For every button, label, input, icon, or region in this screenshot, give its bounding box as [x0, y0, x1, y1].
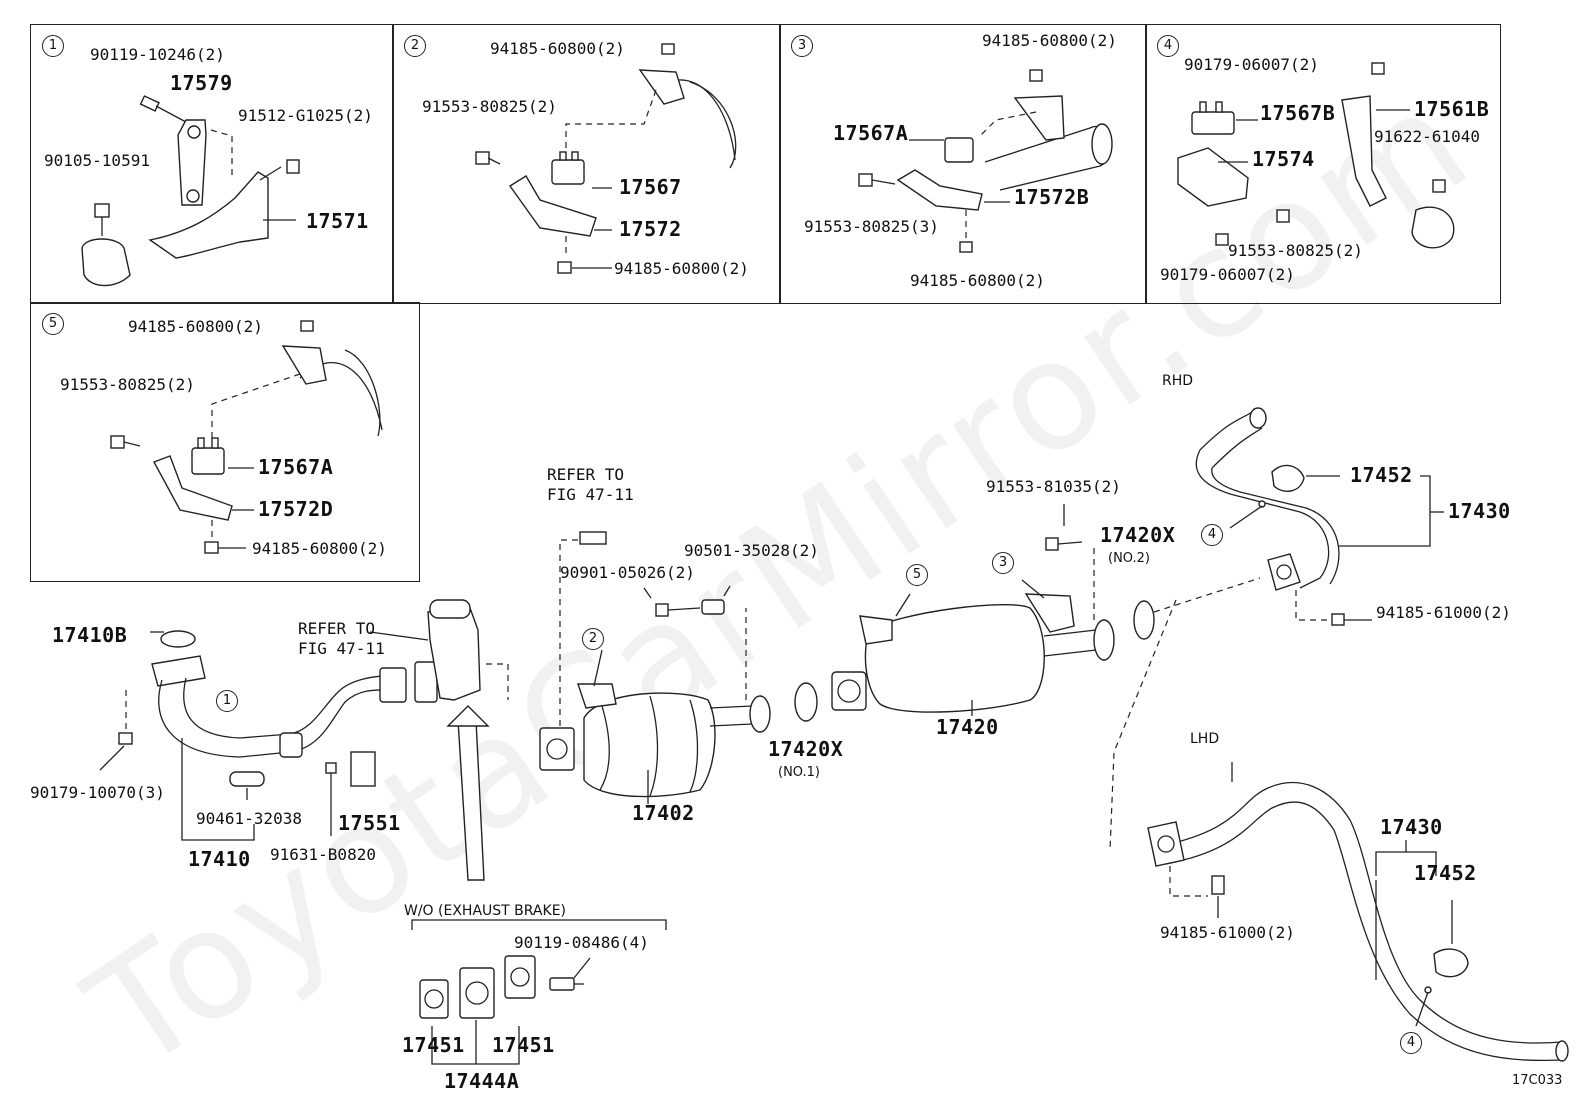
- part-label: 91553-80825(3): [804, 217, 939, 236]
- muffler-art: [831, 504, 1115, 716]
- part-label: 17420X: [1100, 523, 1176, 547]
- part-label: 90105-10591: [44, 151, 150, 170]
- callout-4: 4: [1400, 1032, 1422, 1054]
- part-label: 17444A: [444, 1069, 520, 1093]
- front-pipe-art: [99, 599, 509, 841]
- panel-2-art: [475, 43, 737, 274]
- panel-4-art: [1177, 62, 1455, 249]
- panel-3: [779, 24, 1147, 304]
- part-label: 94185-60800(2): [982, 31, 1117, 50]
- catalytic-converter-art: [539, 531, 771, 804]
- part-label: 90179-06007(2): [1160, 265, 1295, 284]
- panel-3-number: 3: [791, 35, 813, 57]
- refer-note-line1: REFER TO: [547, 465, 625, 484]
- part-label: 17451: [402, 1033, 465, 1057]
- part-label: 91553-80825(2): [422, 97, 557, 116]
- part-label: 17579: [170, 71, 233, 95]
- part-label: 90901-05026(2): [560, 563, 695, 582]
- direction-arrow: [446, 705, 490, 881]
- panel-1-number: 1: [42, 35, 64, 57]
- part-label: 91622-61040: [1374, 127, 1480, 146]
- part-label: 94185-60800(2): [614, 259, 749, 278]
- lhd-label: LHD: [1190, 731, 1220, 747]
- panel-1-art: [81, 95, 300, 287]
- part-label: 17567: [619, 175, 682, 199]
- panel-5-number: 5: [42, 313, 64, 335]
- gasket-no2-art: [1133, 600, 1155, 640]
- panel-4-number: 4: [1157, 35, 1179, 57]
- part-label: 90179-10070(3): [30, 783, 165, 802]
- part-note: (NO.2): [1108, 551, 1150, 566]
- part-label: 90119-08486(4): [514, 933, 649, 952]
- part-label: 17430: [1448, 499, 1511, 523]
- panel-2: [392, 24, 781, 304]
- part-label: 17567A: [833, 121, 909, 145]
- part-label: 17551: [338, 811, 401, 835]
- callout-2: 2: [582, 628, 604, 650]
- callout-5: 5: [906, 564, 928, 586]
- part-label: 91553-80825(2): [1228, 241, 1363, 260]
- part-label: 17430: [1380, 815, 1443, 839]
- panel-3-art: [858, 69, 1113, 253]
- part-label: 90179-06007(2): [1184, 55, 1319, 74]
- part-label: 94185-60800(2): [910, 271, 1045, 290]
- panel-5: [30, 302, 420, 582]
- exhaust-brake-note: W/O (EXHAUST BRAKE): [404, 903, 566, 919]
- part-label: 17574: [1252, 147, 1315, 171]
- refer-note-line2: FIG 47-11: [547, 485, 634, 504]
- part-label: 17452: [1414, 861, 1477, 885]
- part-label: 94185-60800(2): [128, 317, 263, 336]
- part-label: 17567B: [1260, 101, 1336, 125]
- part-label: 94185-60800(2): [490, 39, 625, 58]
- part-label: 17452: [1350, 463, 1413, 487]
- callout-3: 3: [992, 552, 1014, 574]
- lhd-tail-pipe-art: [1147, 762, 1569, 1062]
- refer-note-line2: FIG 47-11: [298, 639, 385, 658]
- callout-4: 4: [1201, 524, 1223, 546]
- part-label: 17451: [492, 1033, 555, 1057]
- part-label: 17420: [936, 715, 999, 739]
- rhd-tail-pipe-art: [1109, 407, 1444, 851]
- part-label: 17572: [619, 217, 682, 241]
- part-label: 17567A: [258, 455, 334, 479]
- refer-note-line1: REFER TO: [298, 619, 376, 638]
- part-label: 90501-35028(2): [684, 541, 819, 560]
- part-label: 90119-10246(2): [90, 45, 225, 64]
- part-label: 91631-B0820: [270, 845, 376, 864]
- rhd-label: RHD: [1162, 373, 1194, 389]
- part-label: 91553-80825(2): [60, 375, 195, 394]
- part-label: 17410: [188, 847, 251, 871]
- part-label: 90461-32038: [196, 809, 302, 828]
- part-label: 17420X: [768, 737, 844, 761]
- panel-2-number: 2: [404, 35, 426, 57]
- part-label: 17561B: [1414, 97, 1490, 121]
- panel-4: [1145, 24, 1501, 304]
- part-label: 17410B: [52, 623, 128, 647]
- part-label: 91512-G1025(2): [238, 106, 373, 125]
- part-label: 94185-61000(2): [1160, 923, 1295, 942]
- callout-1: 1: [216, 690, 238, 712]
- part-label: 91553-81035(2): [986, 477, 1121, 496]
- part-note: (NO.1): [778, 765, 820, 780]
- panel-1: [30, 24, 394, 304]
- gasket-kit-art: [411, 919, 667, 1065]
- panel-5-art: [110, 320, 383, 554]
- figure-code: 17C033: [1512, 1073, 1563, 1088]
- part-label: 94185-60800(2): [252, 539, 387, 558]
- gasket-no1-art: [794, 682, 818, 722]
- part-label: 17572B: [1014, 185, 1090, 209]
- part-label: 17572D: [258, 497, 334, 521]
- part-label: 17571: [306, 209, 369, 233]
- part-label: 17402: [632, 801, 695, 825]
- part-label: 94185-61000(2): [1376, 603, 1511, 622]
